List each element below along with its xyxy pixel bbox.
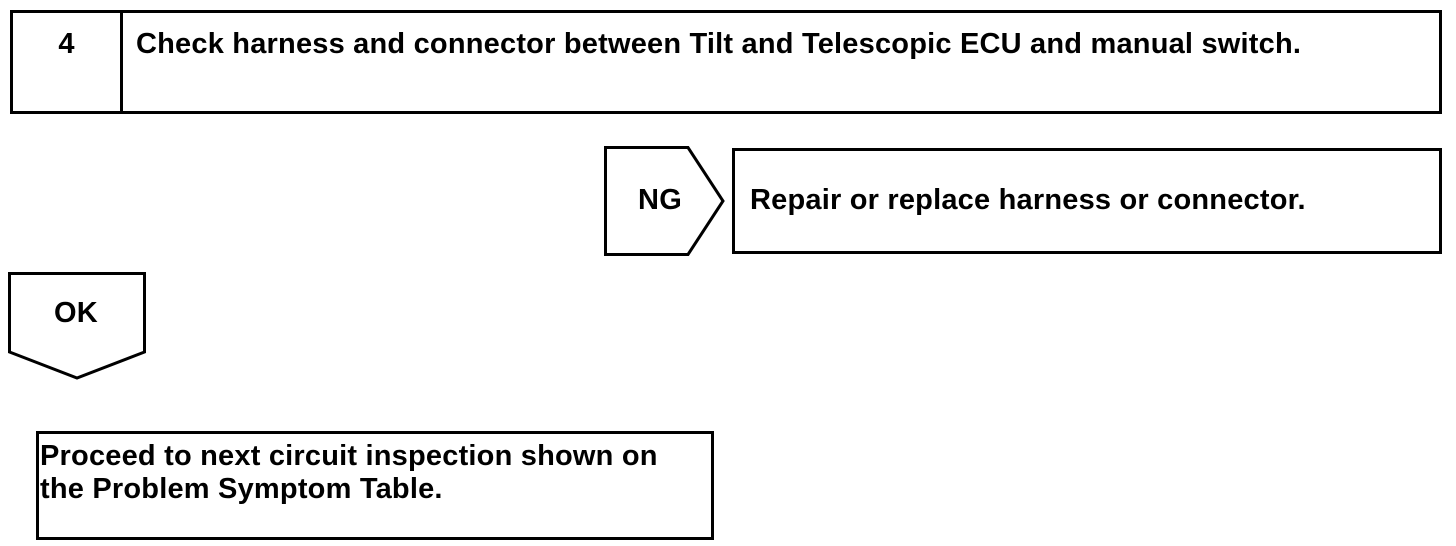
ng-label: NG <box>638 184 682 216</box>
ng-action-text: Repair or replace harness or connector. <box>750 184 1306 216</box>
ng-action-box <box>732 148 1442 254</box>
next-step-text: Proceed to next circuit inspection shown… <box>40 440 658 505</box>
ok-arrow-tag <box>8 272 146 380</box>
step-number: 4 <box>58 28 75 60</box>
step-title: Check harness and connector between Tilt… <box>136 28 1302 60</box>
step-divider <box>120 10 123 114</box>
ng-arrow-tag <box>604 146 725 256</box>
next-step-box <box>36 431 714 540</box>
ok-label: OK <box>54 297 98 329</box>
step-box <box>10 10 1442 114</box>
